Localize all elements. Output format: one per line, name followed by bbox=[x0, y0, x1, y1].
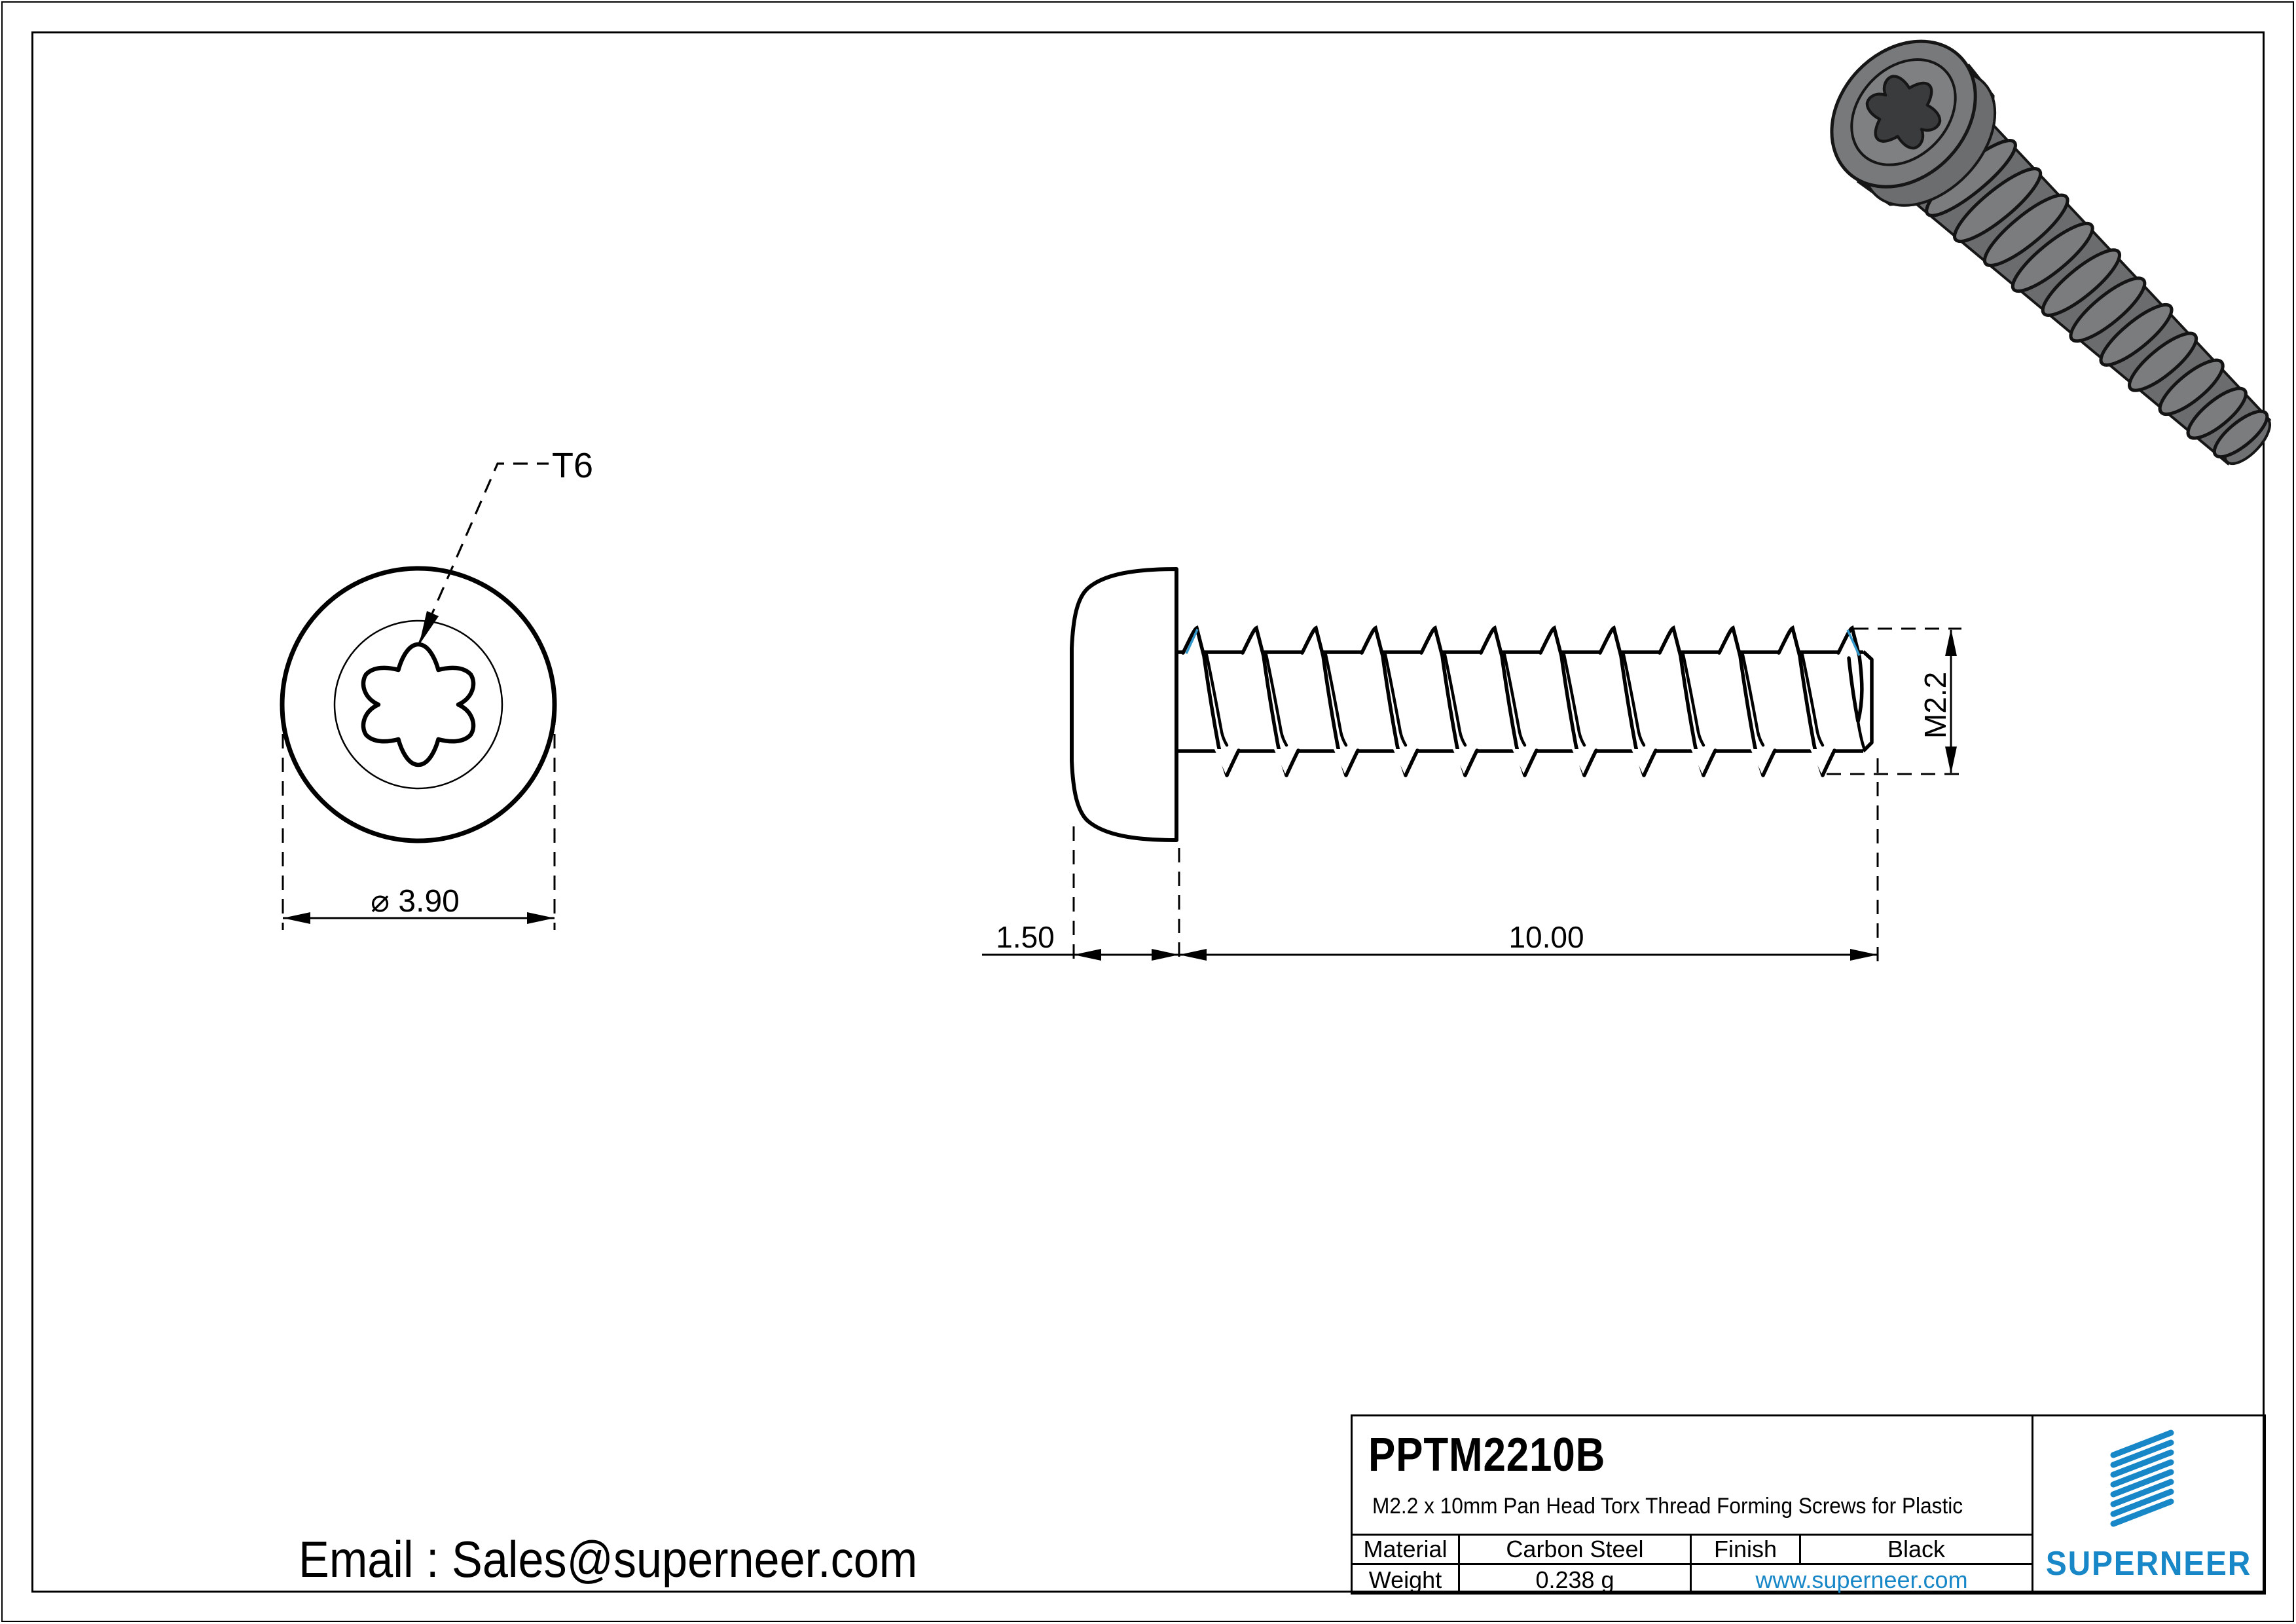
dimension-arrowhead bbox=[1945, 747, 1957, 774]
thread-runout bbox=[1836, 625, 1874, 752]
screw-3d-image bbox=[1830, 39, 2272, 466]
weight-value: 0.238 g bbox=[1460, 1565, 1692, 1595]
dimension-arrowhead bbox=[283, 912, 310, 924]
title-block-logo-cell: SUPERNEER bbox=[2032, 1416, 2264, 1593]
dimension-arrowhead bbox=[527, 912, 555, 924]
dimension-arrowhead bbox=[1152, 949, 1179, 961]
contact-email: Email : Sales@superneer.com bbox=[299, 1530, 918, 1588]
finish-label: Finish bbox=[1692, 1536, 1801, 1565]
head-outer-circle bbox=[280, 566, 557, 843]
drive-leader-line bbox=[418, 462, 549, 644]
thread-end-highlight bbox=[1846, 629, 1861, 656]
front-view: T6 ⌀ 3.90 bbox=[280, 446, 593, 930]
spec-table: Material Carbon Steel Finish Black Weigh… bbox=[1353, 1534, 2032, 1595]
drive-size-label: T6 bbox=[552, 446, 593, 485]
title-block: PPTM2210B M2.2 x 10mm Pan Head Torx Thre… bbox=[1351, 1414, 2266, 1595]
thread-size-value: M2.2 bbox=[1918, 672, 1952, 739]
pan-head-profile bbox=[1070, 567, 1178, 842]
part-description: M2.2 x 10mm Pan Head Torx Thread Forming… bbox=[1372, 1494, 1963, 1519]
material-value: Carbon Steel bbox=[1460, 1536, 1692, 1565]
finish-value: Black bbox=[1801, 1536, 2032, 1565]
screw-tip-end-cap bbox=[1862, 650, 1874, 752]
head-height-value: 1.50 bbox=[996, 920, 1055, 954]
thread-turns bbox=[1183, 627, 1835, 777]
dimension-arrowhead bbox=[1850, 949, 1878, 961]
dimension-arrowhead bbox=[1074, 949, 1101, 961]
screw-3d-head bbox=[1830, 39, 1997, 207]
dimension-arrowhead bbox=[1945, 629, 1957, 656]
leader-arrowhead bbox=[419, 611, 439, 645]
torx-recess-3d bbox=[1865, 75, 1942, 150]
side-view: 1.50 10.00 M2.2 bbox=[982, 567, 1961, 965]
thread-start-highlight bbox=[1185, 629, 1199, 654]
weight-label: Weight bbox=[1353, 1565, 1460, 1595]
website-link: www.superneer.com bbox=[1755, 1566, 1968, 1593]
torx-recess-outline bbox=[361, 642, 476, 767]
drawing-frame bbox=[31, 31, 2265, 1593]
superneer-logo-icon bbox=[2110, 1430, 2174, 1527]
part-number: PPTM2210B bbox=[1368, 1429, 1606, 1481]
title-block-main: PPTM2210B M2.2 x 10mm Pan Head Torx Thre… bbox=[1353, 1416, 2032, 1595]
thread-length-value: 10.00 bbox=[1508, 920, 1584, 954]
brand-name: SUPERNEER bbox=[2045, 1545, 2252, 1583]
head-diameter-value: ⌀ 3.90 bbox=[371, 884, 460, 919]
material-label: Material bbox=[1353, 1536, 1460, 1565]
dimension-arrowhead bbox=[1179, 949, 1207, 961]
head-inner-circle bbox=[333, 619, 503, 790]
thread-ridges bbox=[1925, 139, 2269, 459]
